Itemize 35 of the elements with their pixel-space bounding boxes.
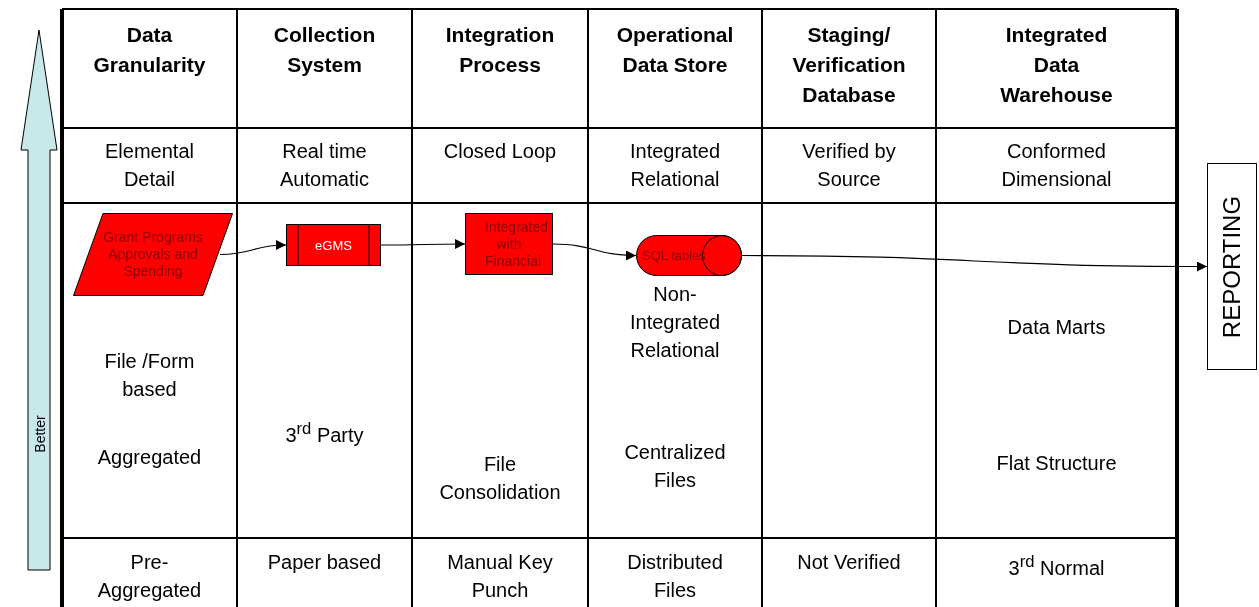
- table-text: File Consolidation: [438, 452, 562, 505]
- table-text: Real time Automatic: [279, 139, 370, 192]
- table-text: Manual Key Punch: [446, 550, 554, 603]
- column-header: Integration Process: [444, 22, 556, 78]
- arrow: [741, 254, 1208, 272]
- arrow: [219, 240, 287, 256]
- column-header: Data Granularity: [92, 22, 207, 78]
- column-header: Collection System: [272, 22, 377, 78]
- arrow: [552, 243, 637, 261]
- process-box: eGMS: [286, 224, 381, 266]
- column-header: Integrated Data Warehouse: [999, 22, 1114, 108]
- table-text: Data Marts: [1006, 315, 1107, 340]
- table-text: Aggregated: [96, 445, 203, 470]
- table-text: File /Form based: [103, 349, 196, 402]
- table-text: Conformed Dimensional: [1000, 139, 1113, 192]
- column-header: Operational Data Store: [615, 22, 735, 78]
- table-text: Centralized Files: [623, 440, 727, 493]
- arrow-label: Better: [32, 414, 48, 455]
- process-box: Integrated with Financial: [465, 213, 553, 275]
- table-text: Not Verified: [796, 550, 902, 575]
- table-text: Distributed Files: [626, 550, 724, 603]
- arrow: [380, 239, 466, 249]
- table-text: Flat Structure: [995, 451, 1118, 476]
- column-header: Staging/ Verification Database: [791, 22, 907, 108]
- table-text: Paper based: [266, 550, 383, 575]
- table-text: 3$^{rd}$ Normal: [1007, 551, 1106, 581]
- table-text: Closed Loop: [442, 139, 558, 164]
- table-text: 3$^{rd}$ Party: [284, 418, 365, 448]
- table-text: Pre-Aggregated: [96, 550, 203, 603]
- output-box: REPORTING: [1207, 163, 1257, 370]
- input-parallelogram: Grant Programs Approvals and Spending: [73, 213, 233, 296]
- table-text: Elemental Detail: [104, 139, 195, 192]
- table-text: Non-Integrated Relational: [628, 282, 722, 363]
- table-text: Verified by Source: [801, 139, 897, 192]
- table-text: Integrated Relational: [628, 139, 722, 192]
